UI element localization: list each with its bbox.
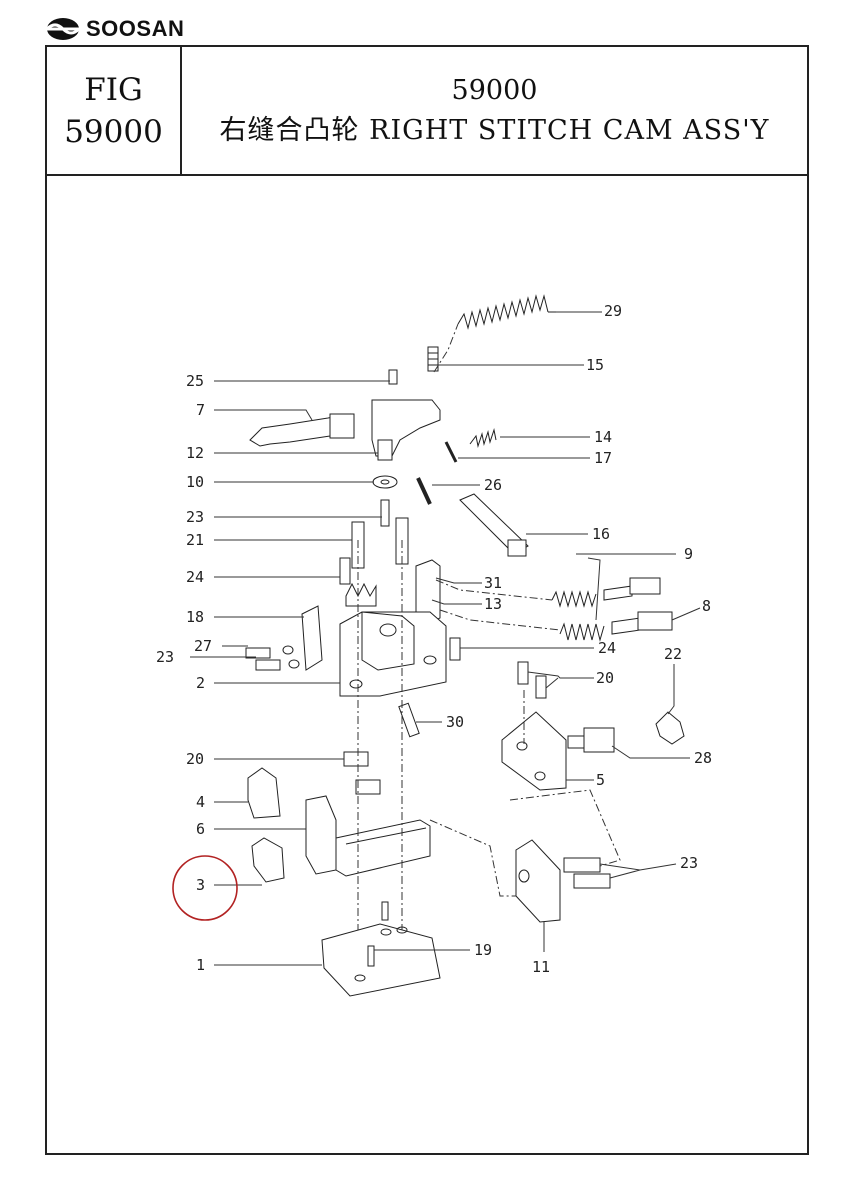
part-pin-upper [629,577,661,595]
part-screw-20-low [355,779,381,795]
callout-22: 22 [664,645,682,663]
highlight-circle [172,855,238,921]
callout-10: 10 [186,473,204,491]
part-block-3 [251,837,285,883]
part-spring-9b [559,622,605,642]
part-base-plate-1 [321,923,441,997]
callout-23: 23 [186,508,204,526]
callout-7: 7 [196,401,205,419]
callout-20: 20 [596,669,614,687]
callout-labels: 29 15 25 7 14 12 17 10 26 23 21 16 9 24 … [156,302,712,976]
callout-12: 12 [186,444,204,462]
part-plate-18 [301,605,323,671]
part-pin-19 [367,945,375,967]
callout-2: 2 [196,674,205,692]
callout-23-c: 23 [680,854,698,872]
title-block: FIG 59000 59000 右缝合凸轮 RIGHT STITCH CAM A… [45,45,809,174]
callout-24-b: 24 [598,639,616,657]
title-name: 右缝合凸轮 RIGHT STITCH CAM ASS'Y [219,114,770,146]
part-screw-24 [339,557,351,585]
callout-8: 8 [702,597,711,615]
part-rail-6 [305,795,431,877]
part-spring-29 [457,294,556,330]
diagram-frame [45,174,809,1155]
callout-16: 16 [592,525,610,543]
part-screw-23-right-b [573,873,611,889]
title-number: 59000 [451,74,538,106]
callout-21: 21 [186,531,204,549]
fig-label: FIG [84,71,143,108]
callout-23-b: 23 [156,648,174,666]
callout-14: 14 [594,428,612,446]
fig-cell: FIG 59000 [47,47,182,174]
callout-27: 27 [194,637,212,655]
callout-29: 29 [604,302,622,320]
part-gear [345,582,377,607]
part-screw-23 [380,499,390,527]
part-block-2 [339,611,447,697]
part-block-4 [247,767,281,819]
part-lever-7 [249,413,355,447]
callout-30: 30 [446,713,464,731]
part-washer-10 [372,475,398,489]
callout-24: 24 [186,568,204,586]
assembly-axes [357,323,621,930]
part-block-11 [515,839,561,923]
part-screw-27 [245,647,271,659]
part-bracket-5 [501,711,567,791]
callout-19: 19 [474,941,492,959]
brand-logo: SOOSAN [46,14,184,44]
callout-5: 5 [596,771,605,789]
callout-28: 28 [694,749,712,767]
callout-11: 11 [532,958,550,976]
callout-26: 26 [484,476,502,494]
part-shaft-16 [459,493,529,557]
soosan-logo-icon [46,18,80,40]
part-pin-base [381,901,389,921]
part-spring-14 [469,428,497,448]
part-screw-24-right [449,637,461,661]
callout-4: 4 [196,793,205,811]
part-screw-25 [388,369,398,385]
part-bracket-12 [371,399,441,461]
part-screw-20a [517,661,529,685]
brand-name: SOOSAN [86,16,185,41]
callout-3: 3 [196,876,205,894]
callout-6: 6 [196,820,205,838]
fig-number: 59000 [64,113,163,150]
part-screw-20-mid [343,751,369,767]
callout-9: 9 [684,545,693,563]
part-fitting-28 [567,727,615,753]
part-screw-23-right-a [563,857,601,873]
callout-1: 1 [196,956,205,974]
part-pin-8 [637,611,673,631]
part-spring-9a [551,590,597,608]
callout-25: 25 [186,372,204,390]
part-screw-23-left [255,659,281,671]
part-fitting-22 [655,711,685,745]
callout-17: 17 [594,449,612,467]
part-screw-30 [398,702,420,738]
callout-31: 31 [484,574,502,592]
title-cell: 59000 右缝合凸轮 RIGHT STITCH CAM ASS'Y [182,47,807,174]
part-screw-20b [535,675,547,699]
callout-15: 15 [586,356,604,374]
callout-18: 18 [186,608,204,626]
part-pin-17 [444,441,458,463]
leader-lines [190,311,701,966]
part-pin-15 [427,346,439,372]
callout-20-b: 20 [186,750,204,768]
callout-13: 13 [484,595,502,613]
part-pin-26 [416,477,432,505]
